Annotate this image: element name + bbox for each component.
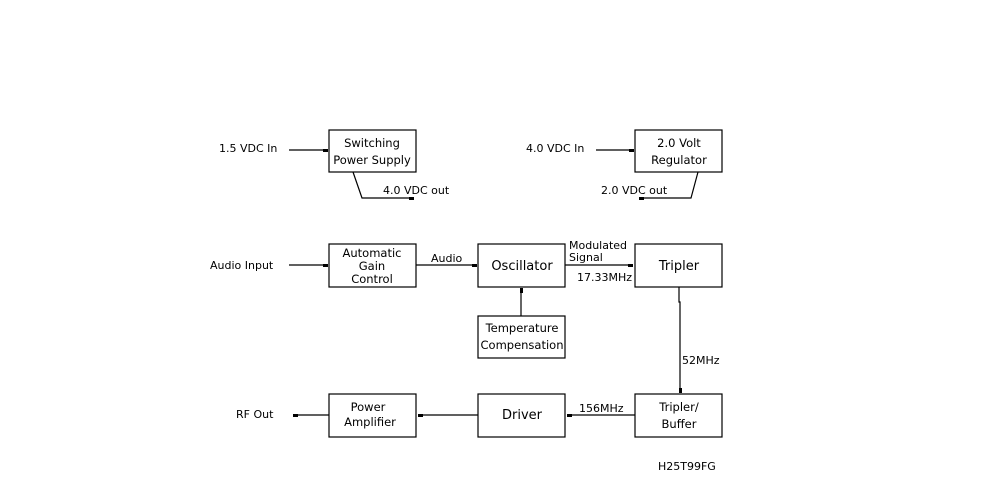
input-label-1-5-vdc: 1.5 VDC In: [219, 142, 277, 155]
arrow-head: [418, 414, 423, 417]
switching-power-supply-block: Switching Power Supply: [328, 129, 417, 173]
input-label-audio: Audio Input: [210, 259, 274, 272]
temperature-compensation-block: Temperature Compensation: [477, 315, 566, 359]
arrow-head: [323, 264, 328, 267]
freq-label-17-33mhz: 17.33MHz: [577, 271, 632, 284]
block-label-line: Gain: [359, 259, 385, 273]
block-label-line: Oscillator: [491, 259, 553, 274]
arrow-head: [472, 264, 477, 267]
block-label-line: Power: [351, 400, 386, 414]
output-label-rf-out: RF Out: [236, 408, 274, 421]
block-label-line: Power Supply: [333, 153, 411, 167]
block-label-line: Amplifier: [344, 415, 396, 429]
freq-label-52mhz: 52MHz: [682, 354, 720, 367]
block-label-line: Switching: [344, 136, 400, 150]
signal-label-audio: Audio: [431, 252, 463, 265]
block-label-line: Compensation: [481, 338, 564, 352]
output-label-4-0-vdc: 4.0 VDC out: [383, 184, 450, 197]
block-label-line: Temperature: [485, 321, 559, 335]
figure-id: H25T99FG: [658, 460, 716, 473]
arrow-head: [323, 149, 328, 152]
wire-4-0-vdc-out: [352, 171, 412, 199]
block-label-line: Driver: [502, 408, 543, 423]
power-amplifier-block: Power Amplifier: [328, 393, 417, 438]
driver-block: Driver: [477, 393, 566, 438]
arrow-head: [628, 264, 633, 267]
block-label-line: 2.0 Volt: [657, 136, 701, 150]
block-label-line: Tripler: [658, 259, 700, 274]
block-label-line: Tripler/: [658, 400, 699, 414]
oscillator-block: Oscillator: [477, 243, 566, 288]
freq-label-156mhz: 156MHz: [579, 402, 624, 415]
arrow-head: [629, 149, 634, 152]
volt-regulator-block: 2.0 Volt Regulator: [634, 129, 723, 173]
wire-2-0-vdc-out: [641, 171, 699, 199]
wire-52mhz: [678, 287, 681, 390]
agc-block: Automatic Gain Control: [328, 243, 417, 288]
arrow-head: [520, 288, 523, 293]
block-label-line: Buffer: [662, 417, 697, 431]
input-label-4-0-vdc: 4.0 VDC In: [526, 142, 584, 155]
output-label-2-0-vdc: 2.0 VDC out: [601, 184, 668, 197]
signal-label-modulated: Modulated: [569, 239, 627, 252]
tripler-buffer-block: Tripler/ Buffer: [634, 393, 723, 438]
block-label-line: Control: [351, 272, 393, 286]
signal-label-signal: Signal: [569, 251, 603, 264]
arrow-head: [639, 197, 644, 200]
arrow-head: [679, 388, 682, 393]
arrow-head: [409, 197, 414, 200]
arrow-head: [293, 414, 298, 417]
block-label-line: Automatic: [343, 246, 402, 260]
arrow-head: [567, 414, 572, 417]
block-label-line: Regulator: [651, 153, 707, 167]
tripler-block: Tripler: [634, 243, 723, 288]
